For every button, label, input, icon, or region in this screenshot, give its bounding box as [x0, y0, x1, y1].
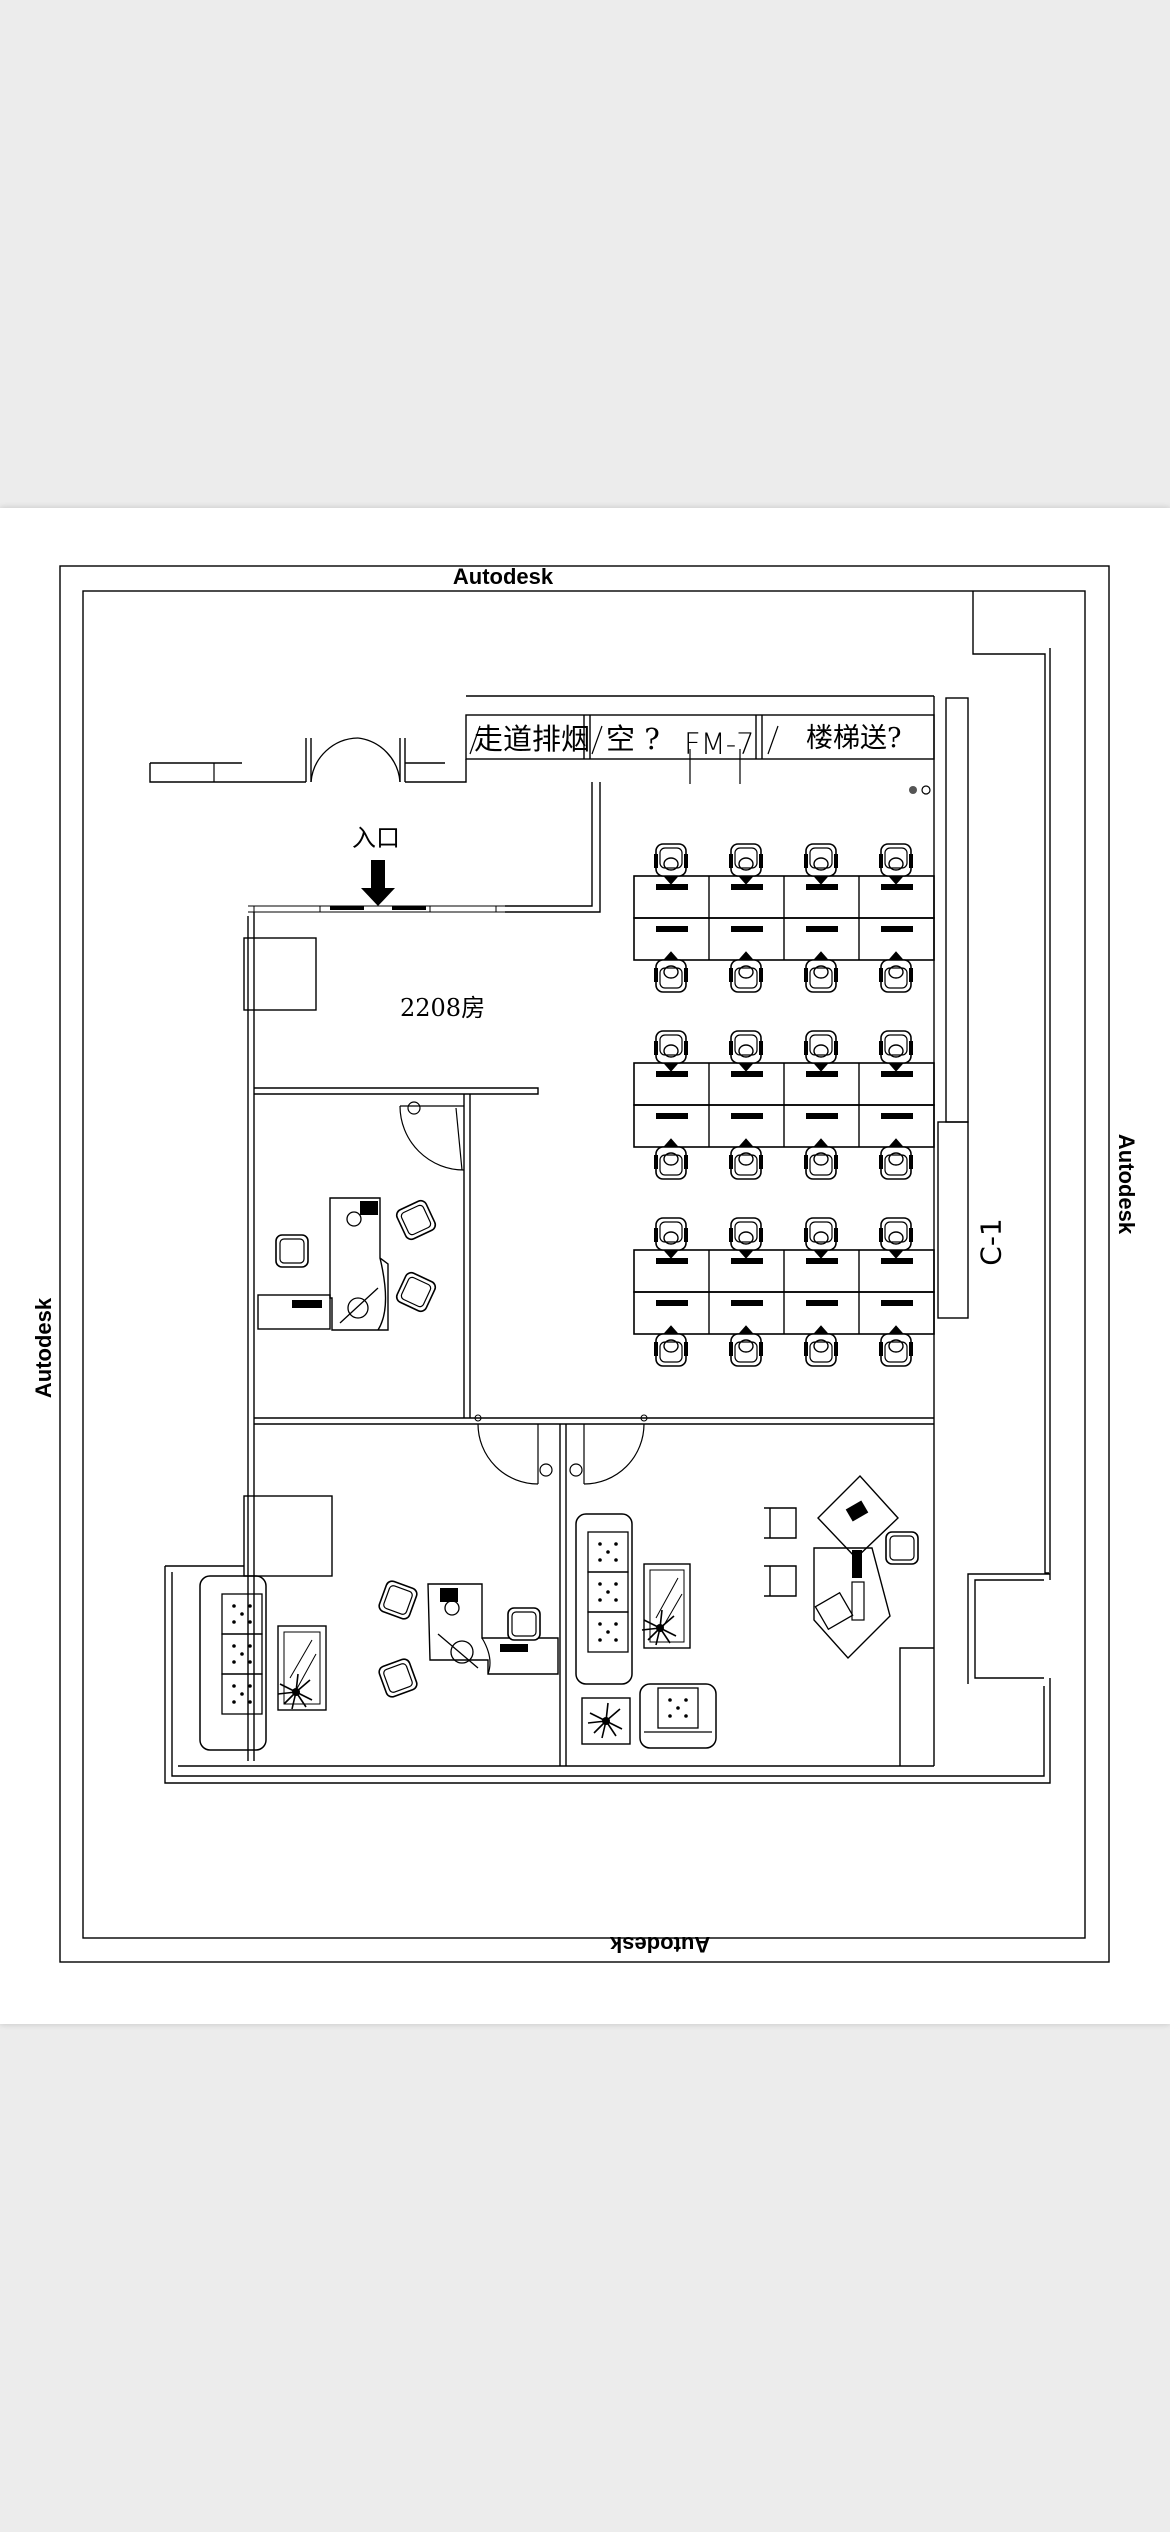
- workstation-group-2: [633, 1030, 935, 1180]
- air-shaft-label: 空 ?: [606, 722, 660, 756]
- room-label: 2208房: [400, 994, 486, 1022]
- workstation-group-3: [633, 1217, 935, 1367]
- floor-plan: [59, 565, 1110, 1963]
- column-label: C-1: [974, 1218, 1008, 1266]
- frame-label-top: Autodesk: [452, 564, 554, 589]
- fm-label: FM-7: [684, 727, 755, 761]
- entrance-label: 入口: [352, 824, 400, 852]
- corridor-smoke-label: 走道排烟: [474, 722, 591, 756]
- frame-label-right: Autodesk: [1114, 1133, 1139, 1235]
- frame-label-bottom: Autodesk: [610, 1932, 711, 1957]
- stair-supply-label: 楼梯送?: [806, 723, 902, 754]
- workstation-group-1: [633, 843, 935, 993]
- frame-label-left: Autodesk: [31, 1297, 56, 1399]
- drawing-sheet: Autodesk Autodesk Autodesk Autodesk 入口 2…: [0, 508, 1170, 2024]
